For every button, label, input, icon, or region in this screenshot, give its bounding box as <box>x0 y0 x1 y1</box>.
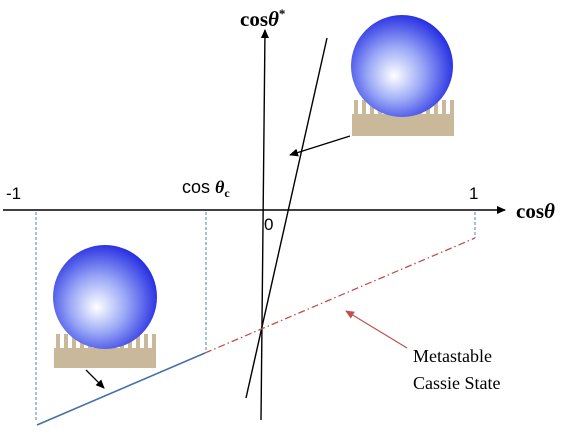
metastable-label-line1: Metastable <box>413 346 492 366</box>
droplet-on-pillars-icon <box>351 15 454 136</box>
y-axis-label: cosθ* <box>240 6 285 31</box>
wenzel-line <box>245 37 328 399</box>
metastable-cassie-line <box>204 237 476 354</box>
cassie-line <box>36 352 206 426</box>
pointer-arrow-upper <box>289 135 351 157</box>
pointer-arrow-lower <box>85 369 105 389</box>
metastable-label-line2: Cassie State <box>413 373 501 393</box>
droplet-on-pillars-icon <box>53 245 157 368</box>
pointer-arrow-metastable <box>345 310 408 349</box>
x-plus-one-label: 1 <box>469 184 478 203</box>
origin-label: 0 <box>264 215 273 234</box>
critical-cos-label: cos θc <box>182 177 230 200</box>
x-axis-label: cosθ <box>516 199 555 223</box>
x-minus-one-label: -1 <box>6 184 21 203</box>
y-axis <box>260 29 269 421</box>
